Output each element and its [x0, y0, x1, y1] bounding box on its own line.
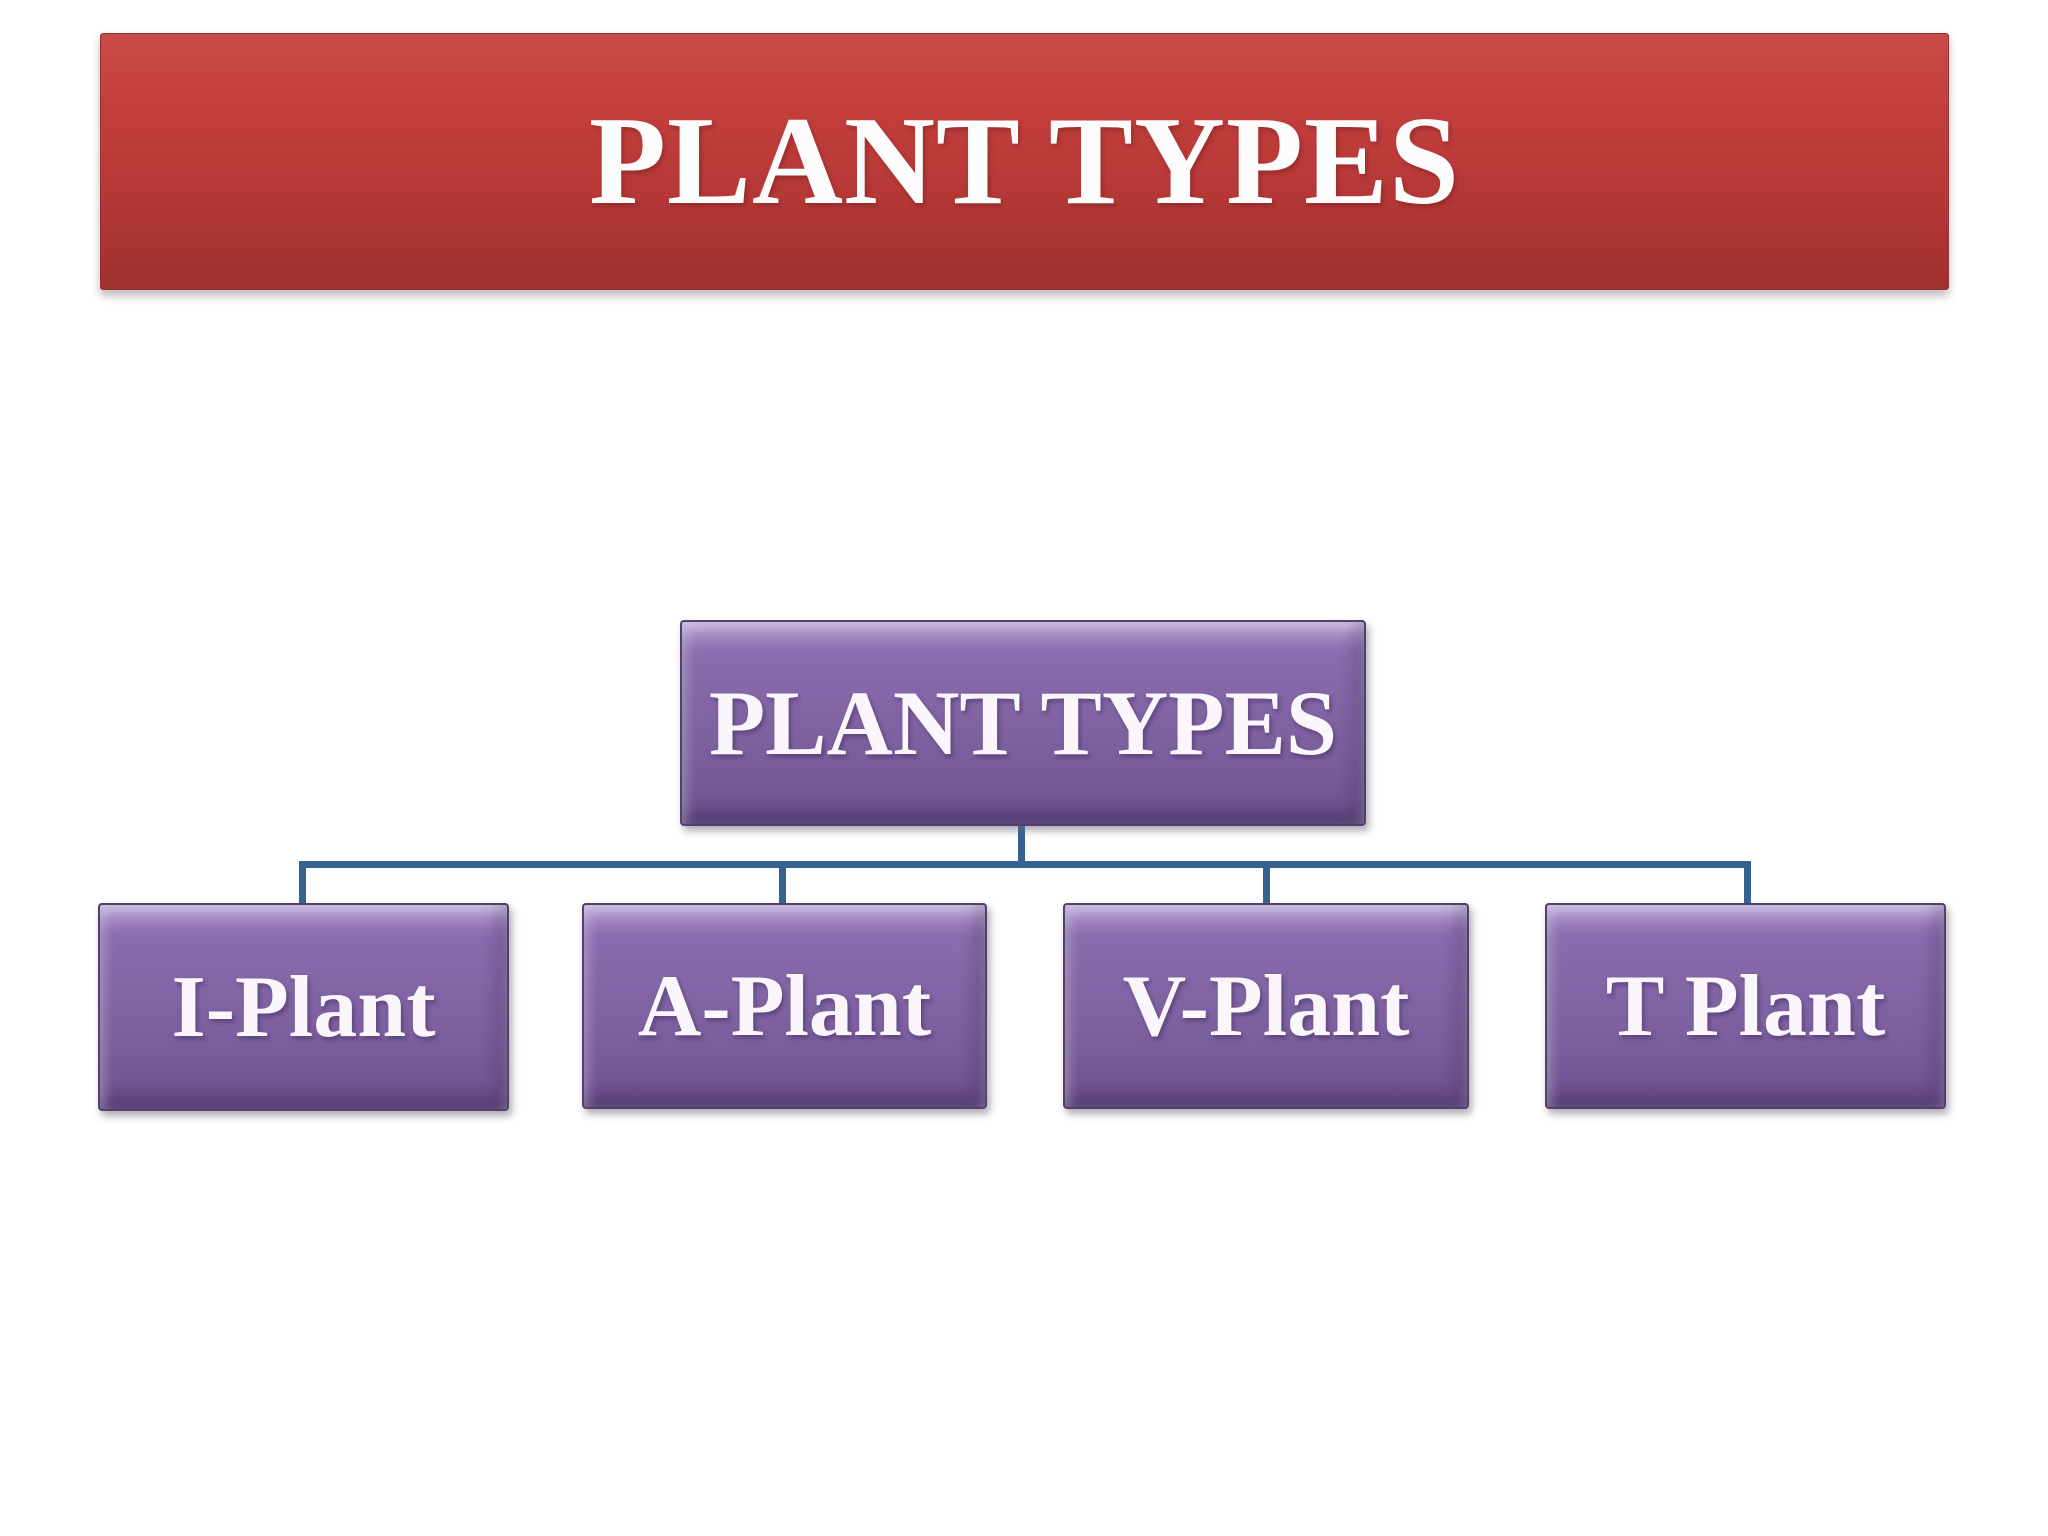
connector-stub-t-plant: [1744, 864, 1751, 905]
child-node-i-plant[interactable]: I-Plant: [98, 903, 509, 1111]
connector-stub-i-plant: [299, 864, 306, 905]
connector-root-stub: [1018, 820, 1025, 865]
child-node-v-plant[interactable]: V-Plant: [1063, 903, 1469, 1109]
child-node-t-plant[interactable]: T Plant: [1545, 903, 1946, 1109]
connector-stub-a-plant: [779, 864, 786, 905]
child-node-label: T Plant: [1605, 957, 1886, 1055]
child-node-label: I-Plant: [171, 958, 436, 1056]
connector-horizontal-rail: [299, 861, 1751, 868]
child-node-label: A-Plant: [637, 957, 932, 1055]
title-banner[interactable]: PLANT TYPES: [100, 33, 1949, 290]
child-node-a-plant[interactable]: A-Plant: [582, 903, 987, 1109]
slide-title-text: PLANT TYPES: [588, 91, 1461, 231]
root-node-label: PLANT TYPES: [708, 672, 1337, 774]
root-node-plant-types[interactable]: PLANT TYPES: [680, 620, 1366, 826]
connector-stub-v-plant: [1263, 864, 1270, 905]
child-node-label: V-Plant: [1122, 957, 1410, 1055]
